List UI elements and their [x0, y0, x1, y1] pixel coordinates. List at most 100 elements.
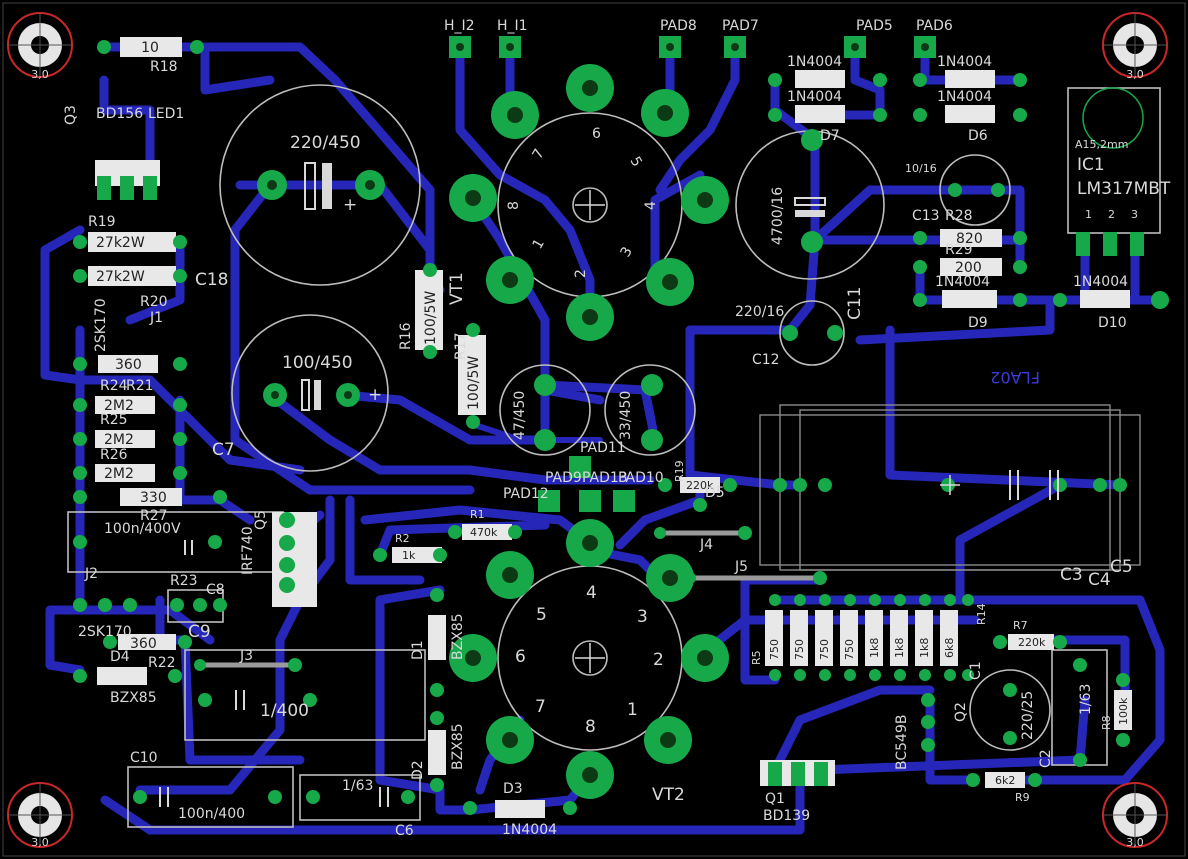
label-ic1-pin2: 2 — [1108, 208, 1115, 221]
vt2-pin-1: 1 — [627, 700, 638, 720]
label-q3: Q3 — [63, 105, 79, 125]
label-rarr-0: 750 — [768, 639, 781, 660]
label-r25-val: 2M2 — [104, 398, 134, 414]
vt2-pin-8: 8 — [585, 717, 596, 737]
label-r19b: R19 — [673, 460, 686, 482]
pads — [73, 36, 1169, 815]
r25-body — [95, 430, 155, 448]
label-c4: C4 — [1088, 570, 1111, 590]
d10-body — [1080, 290, 1130, 308]
label-r330: 330 — [140, 490, 167, 506]
label-r19: R19 — [88, 214, 116, 230]
label-j3: J3 — [239, 648, 253, 664]
r20-body — [88, 266, 176, 286]
label-r8: R8 — [1100, 715, 1113, 730]
label-c4700: 4700/16 — [770, 187, 786, 245]
label-r25: R25 — [100, 412, 128, 428]
label-1n4004-d10: 1N4004 — [1073, 274, 1128, 290]
mount-hole-br: 3,0 — [1102, 782, 1168, 849]
r-array-7 — [940, 610, 958, 666]
label-d1-type: BZX85 — [450, 613, 466, 660]
capacitor-symbols: + + — [159, 162, 1059, 807]
label-q2-type: BC549B — [894, 715, 910, 770]
label-1n4004-d9: 1N4004 — [935, 274, 990, 290]
c7-outline — [231, 314, 389, 472]
label-q1-type: BD139 — [763, 808, 810, 824]
d2-body — [428, 730, 446, 775]
d6-body — [945, 105, 995, 123]
r9-body — [985, 772, 1025, 788]
label-d3-type: 1N4004 — [502, 822, 557, 838]
label-c220-25: 220/25 — [1020, 691, 1036, 740]
r22-body — [118, 634, 176, 650]
r24-body — [95, 396, 155, 414]
d1-body — [428, 615, 446, 660]
label-d4: D4 — [110, 649, 130, 665]
c10-outline — [127, 766, 294, 828]
label-r29: R29 — [945, 242, 973, 258]
c13-outline — [939, 154, 1011, 226]
label-pad7: PAD7 — [722, 18, 759, 34]
label-c1-400: 1/400 — [260, 701, 309, 721]
vt1-pin-8: 8 — [506, 201, 522, 210]
corner-mounting-holes: 3,0 3,0 3,0 3,0 — [7, 12, 1168, 849]
d-1n4004-a-body — [795, 70, 845, 88]
label-c10: C10 — [130, 750, 158, 766]
label-2sk170-bot: 2SK170 — [78, 624, 132, 640]
label-1n4004-b: 1N4004 — [787, 89, 842, 105]
d9-body — [942, 290, 997, 308]
label-pad11: PAD11 — [580, 440, 626, 456]
label-a15: A15,2mm — [1075, 138, 1128, 151]
label-c10-val: 100n/400 — [178, 806, 245, 822]
r-array-2 — [815, 610, 833, 666]
vt2-pin-3: 3 — [637, 607, 648, 627]
label-j1: J1 — [149, 310, 163, 326]
d7-body — [795, 105, 845, 123]
label-1n4004-c: 1N4004 — [937, 54, 992, 70]
r-array-6 — [915, 610, 933, 666]
label-r7-val: 220k — [1018, 636, 1046, 649]
label-rarr-6: 1k8 — [918, 638, 931, 658]
label-r9: R9 — [1015, 791, 1030, 804]
mount-hole-tr: 3,0 — [1102, 12, 1168, 81]
label-r20: R20 — [140, 294, 168, 310]
c-33-outline — [604, 364, 696, 456]
label-c1: C1 — [968, 661, 984, 680]
d-1n4004-c-body — [945, 70, 995, 88]
label-r2: R2 — [395, 532, 410, 545]
label-r1-val: 470k — [470, 526, 498, 539]
r16-body — [415, 270, 443, 350]
d4-body — [97, 667, 147, 685]
vt2-pin-2: 2 — [653, 650, 664, 670]
label-c6-val: 1/63 — [342, 778, 373, 794]
label-d6: D6 — [968, 128, 988, 144]
label-q1: Q1 — [765, 791, 785, 807]
c5-outline — [759, 414, 1141, 566]
vt2-pin-7: 7 — [535, 697, 546, 717]
label-c5: C5 — [1110, 557, 1133, 577]
tube-centers — [575, 190, 960, 673]
r27-body — [120, 488, 182, 506]
label-c1-63: 1/63 — [1078, 684, 1094, 715]
label-r2-val: 1k — [402, 549, 416, 562]
label-led1: LED1 — [148, 106, 184, 122]
label-ic1: IC1 — [1077, 155, 1105, 175]
label-r220k-a: 220k — [686, 479, 714, 492]
label-q5: Q5 — [253, 510, 269, 530]
jumper-wires — [200, 530, 820, 668]
label-ic1-pin3: 3 — [1131, 208, 1138, 221]
mount-label-tl: 3,0 — [31, 68, 49, 81]
vt2-pin-6: 6 — [515, 647, 526, 667]
r19-body — [88, 232, 176, 252]
label-r28-val: 820 — [956, 231, 983, 247]
mount-label-br: 3,0 — [1126, 836, 1144, 849]
label-c8: C8 — [206, 582, 225, 598]
label-1n4004-d: 1N4004 — [937, 89, 992, 105]
label-fla02: FLA02 — [990, 368, 1040, 387]
mount-label-tr: 3,0 — [1126, 68, 1144, 81]
label-r18: R18 — [150, 59, 178, 75]
r-array-5 — [890, 610, 908, 666]
vt2-pin-4: 4 — [586, 583, 597, 603]
